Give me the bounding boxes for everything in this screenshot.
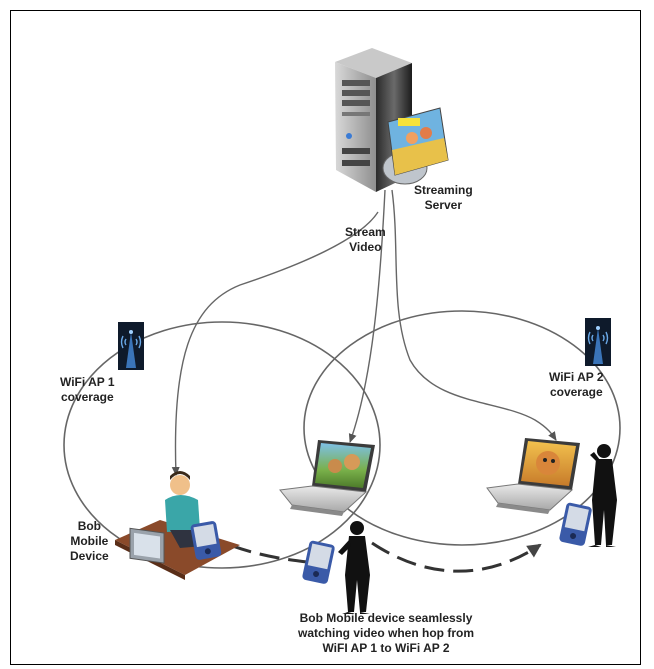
ap1-coverage-ellipse [63, 321, 381, 569]
caption: Bob Mobile device seamlessly watching vi… [298, 611, 474, 656]
caption-line: Bob Mobile device seamlessly [299, 611, 473, 625]
ap1-label-line: WiFi AP 1 [60, 375, 115, 389]
stream-label-line: Video [349, 240, 382, 254]
diagram-frame [10, 10, 641, 665]
person-icon [588, 444, 617, 547]
video-thumbnail-icon [382, 107, 449, 185]
desktop-computer-icon [115, 520, 240, 580]
streaming-server-label: Streaming Server [414, 183, 473, 213]
server-label-line: Server [424, 198, 463, 212]
wifi-tower-icon [118, 322, 144, 370]
stream-label-line: Stream [345, 225, 386, 239]
hop-dashed-arrow-right [371, 541, 542, 573]
stream-arrow-middle [348, 189, 386, 443]
caption-line: WiFI AP 1 to WiFi AP 2 [322, 641, 450, 655]
pda-device-icon [559, 502, 592, 546]
ap2-label-line: coverage [549, 385, 603, 399]
laptop-icon [279, 440, 375, 516]
caption-line: watching video when hop from [298, 626, 475, 640]
stream-arrow-right [391, 189, 557, 441]
stream-video-label: Stream Video [345, 225, 386, 255]
bob-label-line: Mobile [70, 534, 109, 548]
pda-device-icon [302, 540, 335, 584]
ap2-coverage-ellipse [303, 310, 621, 546]
bob-device-label: Bob Mobile Device [70, 519, 109, 564]
bob-label-line: Bob [77, 519, 102, 533]
pda-device-icon [190, 521, 222, 560]
wifi-tower-icon [585, 318, 611, 366]
server-label-line: Streaming [414, 183, 473, 197]
bob-label-line: Device [70, 549, 109, 563]
ap1-coverage-label: WiFi AP 1 coverage [60, 375, 115, 405]
stream-arrow-left [171, 211, 379, 476]
ap2-coverage-label: WiFi AP 2 coverage [549, 370, 604, 400]
person-icon [338, 521, 370, 614]
ap2-label-line: WiFi AP 2 [549, 370, 604, 384]
laptop-icon [486, 438, 580, 514]
ap1-label-line: coverage [60, 390, 114, 404]
